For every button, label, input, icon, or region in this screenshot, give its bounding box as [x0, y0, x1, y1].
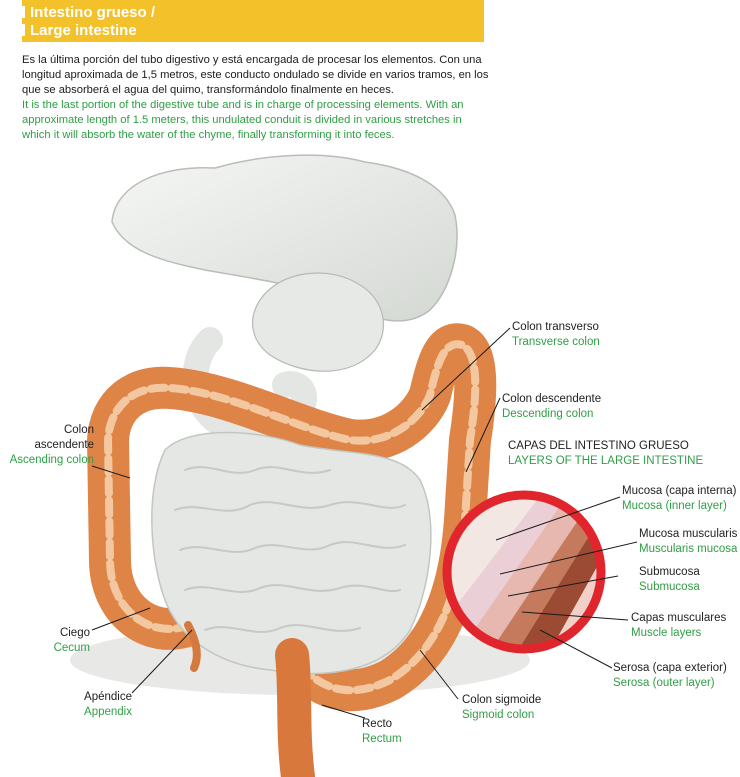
stomach	[252, 272, 384, 372]
small-intestine-folds	[174, 466, 406, 633]
label-descending-colon: Colon descendente Descending colon	[502, 393, 602, 420]
header-accent-bar	[22, 24, 25, 36]
label-layer-submucosa: Submucosa Submucosa	[639, 566, 700, 593]
layers-title: CAPAS DEL INTESTINO GRUESO LAYERS OF THE…	[508, 440, 704, 467]
label-ascending-colon: Colon ascendente Ascending colon	[9, 424, 94, 466]
label-cecum: Ciego Cecum	[53, 627, 90, 654]
label-sigmoid-colon: Colon sigmoide Sigmoid colon	[462, 694, 542, 721]
appendix	[184, 621, 201, 672]
header-accent-bar	[22, 6, 25, 18]
rectum	[275, 638, 315, 777]
intro-text-en: It is the last portion of the digestive …	[22, 99, 464, 141]
label-layer-serosa: Serosa (capa exterior) Serosa (outer lay…	[613, 662, 727, 689]
title-en: Large intestine	[30, 22, 137, 39]
label-rectum: Recto Rectum	[362, 718, 402, 745]
liver	[111, 154, 458, 322]
label-layer-muscle: Capas musculares Muscle layers	[631, 612, 727, 639]
label-appendix: Apéndice Appendix	[84, 691, 132, 718]
layers-magnifier	[442, 490, 606, 654]
colon-highlight	[103, 340, 480, 695]
small-intestine	[151, 431, 432, 675]
label-transverse-colon: Colon transverso Transverse colon	[512, 321, 600, 348]
intro-text-es: Es la última porción del tubo digestivo …	[22, 54, 489, 96]
leader-lines	[91, 327, 638, 719]
title-es: Intestino grueso /	[30, 4, 156, 21]
header-banner	[22, 0, 484, 42]
label-layer-mucosa: Mucosa (capa interna) Mucosa (inner laye…	[622, 485, 737, 512]
label-layer-muscularis-mucosa: Mucosa muscularis Muscularis mucosa	[639, 528, 738, 555]
